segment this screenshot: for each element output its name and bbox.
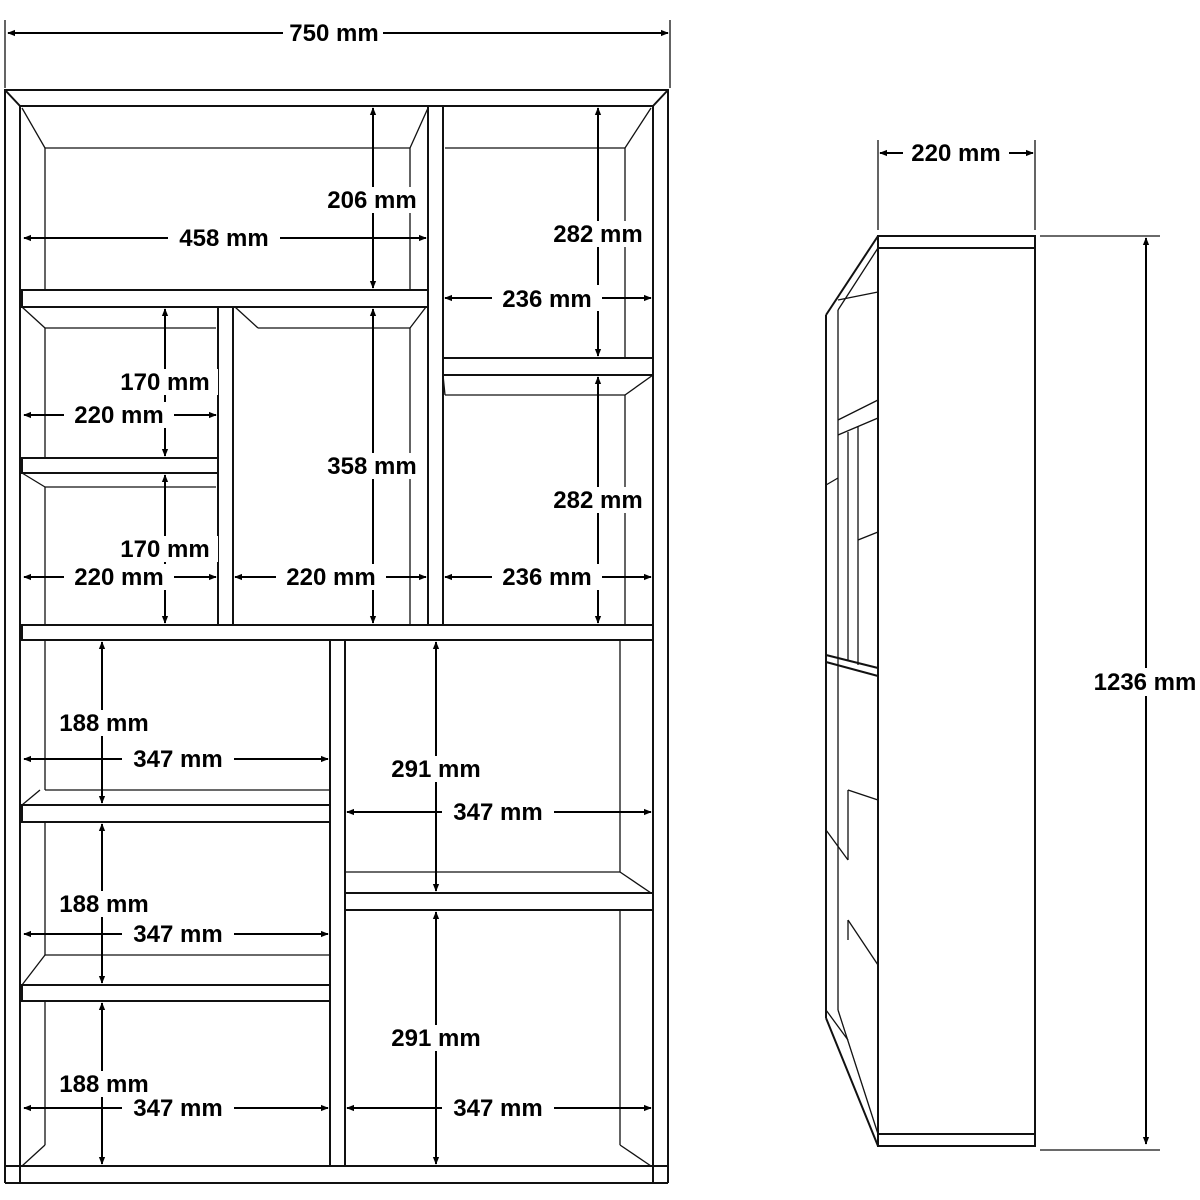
label-bottom-left-3-width: 347 mm [133, 1095, 222, 1122]
label-mid-left-lower-height: 170 mm [120, 536, 209, 563]
label-mid-center-height: 358 mm [327, 453, 416, 480]
label-bottom-right-1-height: 291 mm [391, 756, 480, 783]
label-side-depth: 220 mm [911, 140, 1000, 167]
side-labels: 220 mm 1236 mm [903, 140, 1200, 696]
label-top-left-width: 458 mm [179, 225, 268, 252]
label-mid-center-width: 220 mm [286, 564, 375, 591]
side-dimensions [877, 140, 1160, 1151]
label-side-height: 1236 mm [1094, 669, 1197, 696]
label-bottom-left-2-width: 347 mm [133, 921, 222, 948]
label-bottom-left-3-height: 188 mm [59, 1071, 148, 1098]
compartment-bottom-right [344, 640, 654, 1167]
label-mid-right-height: 282 mm [553, 487, 642, 514]
front-labels: 750 mm 206 mm 458 mm 282 mm 236 mm 170 m… [50, 20, 652, 1122]
middle-shelf [21, 624, 654, 641]
compartment-mid-left [21, 306, 234, 625]
label-mid-left-upper-width: 220 mm [74, 402, 163, 429]
side-view: 220 mm 1236 mm [825, 140, 1200, 1151]
label-bottom-left-2-height: 188 mm [59, 891, 148, 918]
label-mid-right-width: 236 mm [502, 564, 591, 591]
label-mid-left-lower-width: 220 mm [74, 564, 163, 591]
label-bottom-right-2-width: 347 mm [453, 1095, 542, 1122]
front-frame [4, 89, 669, 1184]
label-bottom-left-1-width: 347 mm [133, 746, 222, 773]
side-body [825, 235, 1036, 1147]
label-bottom-right-2-height: 291 mm [391, 1025, 480, 1052]
front-view: 750 mm 206 mm 458 mm 282 mm 236 mm 170 m… [4, 20, 671, 1184]
label-mid-left-upper-height: 170 mm [120, 369, 209, 396]
label-bottom-right-1-width: 347 mm [453, 799, 542, 826]
label-top-left-height: 206 mm [327, 187, 416, 214]
label-bottom-left-1-height: 188 mm [59, 710, 148, 737]
compartment-top-right [442, 107, 654, 625]
label-top-right-width: 236 mm [502, 286, 591, 313]
label-overall-width: 750 mm [289, 20, 378, 47]
label-top-right-height: 282 mm [553, 221, 642, 248]
